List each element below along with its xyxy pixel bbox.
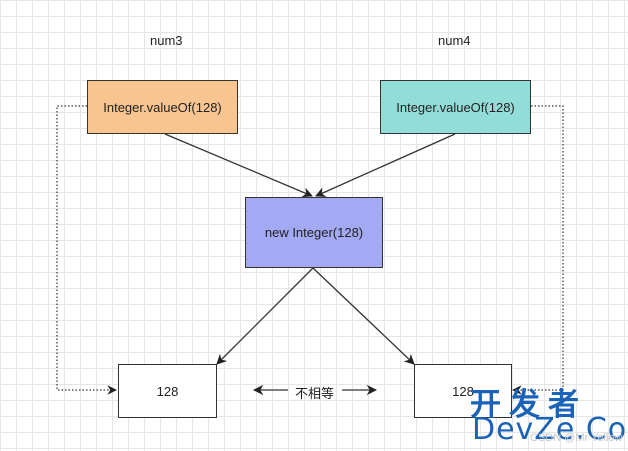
right-valueof-label: Integer.valueOf(128) bbox=[396, 99, 515, 115]
watermark-credit: CSDN @Mr Yellow bbox=[530, 432, 623, 444]
left-value-label: 128 bbox=[156, 383, 179, 399]
not-equal-label: 不相等 bbox=[295, 386, 335, 401]
left-value-node: 128 bbox=[118, 364, 217, 418]
right-valueof-node: Integer.valueOf(128) bbox=[380, 80, 531, 134]
arrow-left-call-to-new bbox=[164, 133, 313, 198]
left-valueof-node: Integer.valueOf(128) bbox=[87, 80, 238, 134]
num4-label: num4 bbox=[438, 33, 471, 48]
watermark-domain: DevZe.CoM bbox=[472, 412, 628, 447]
arrow-right-call-to-new bbox=[315, 133, 456, 197]
right-value-label: 128 bbox=[452, 383, 474, 399]
new-integer-node: new Integer(128) bbox=[245, 197, 383, 268]
watermark-title: 开发者 bbox=[470, 387, 587, 423]
dotted-ref-num3 bbox=[56, 105, 117, 395]
dotted-ref-num4 bbox=[512, 105, 564, 395]
left-valueof-label: Integer.valueOf(128) bbox=[103, 99, 222, 115]
arrow-new-to-right-value bbox=[312, 267, 415, 365]
num3-label: num3 bbox=[150, 33, 183, 48]
right-value-node: 128 bbox=[414, 364, 512, 418]
new-integer-label: new Integer(128) bbox=[264, 225, 364, 240]
arrow-new-to-left-value bbox=[216, 267, 314, 365]
